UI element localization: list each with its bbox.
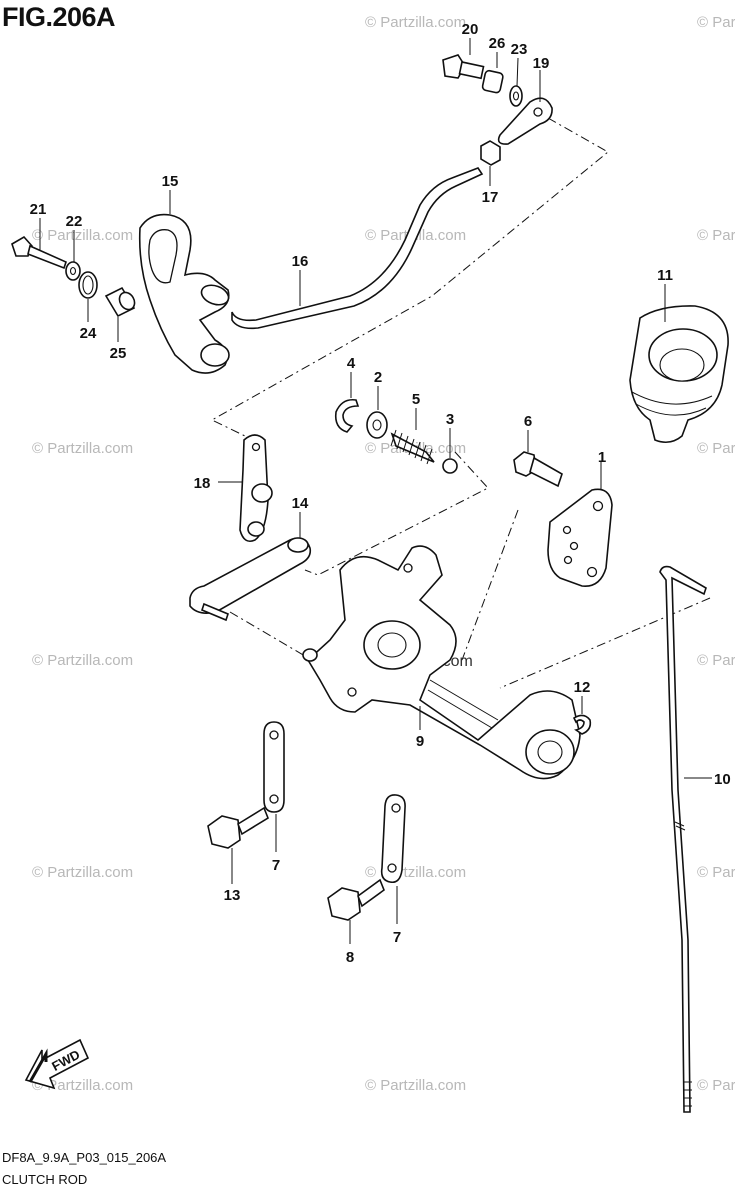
part-24-o-ring xyxy=(78,271,98,322)
part-22-washer xyxy=(65,230,81,281)
figure-title: FIG.206A xyxy=(2,2,116,32)
figure-code: DF8A_9.9A_P03_015_206A xyxy=(2,1150,167,1165)
callout-number: 21 xyxy=(30,201,47,218)
callout-number: 9 xyxy=(416,733,424,750)
watermark: © Partzilla.com xyxy=(697,652,735,669)
part-1-plate xyxy=(547,462,613,587)
callout-number: 12 xyxy=(574,679,591,696)
part-19-rod-end xyxy=(497,70,553,145)
part-13-bolt xyxy=(207,806,269,884)
callout-number: 3 xyxy=(446,411,454,428)
callout-number: 19 xyxy=(533,55,550,72)
part-2-washer xyxy=(366,386,388,439)
callout-number: 6 xyxy=(524,413,532,430)
part-9-clutch-shaft xyxy=(302,545,581,780)
watermarks: © Partzilla.com © Partzilla.com © Partzi… xyxy=(32,14,735,1094)
part-7-link-plate xyxy=(380,794,406,924)
callout-number: 18 xyxy=(194,475,211,492)
part-14-lever xyxy=(189,512,312,622)
part-26-collar xyxy=(481,52,504,94)
part-16-link-rod xyxy=(231,167,484,330)
callout-number: 10 xyxy=(714,771,731,788)
callout-number: 7 xyxy=(272,857,280,874)
part-11-boot xyxy=(629,284,729,444)
part-15-clutch-lever xyxy=(138,190,230,374)
watermark: © Partzilla.com xyxy=(32,1077,133,1094)
watermark: © Partzilla.com xyxy=(365,864,466,881)
figure-name: CLUTCH ROD xyxy=(2,1172,88,1187)
watermark: © Partzilla.com xyxy=(32,227,133,244)
callout-number: 1 xyxy=(598,449,606,466)
watermark: © Partzilla.com xyxy=(697,864,735,881)
part-6-bolt xyxy=(513,430,563,488)
callouts: 1 2 3 4 5 6 7 7 8 9 10 11 12 13 14 15 16… xyxy=(30,21,731,966)
assembly-lines xyxy=(210,117,711,689)
callout-number: 8 xyxy=(346,949,354,966)
callout-number: 26 xyxy=(489,35,506,52)
watermark: © Partzilla.com xyxy=(32,864,133,881)
callout-number: 14 xyxy=(292,495,309,512)
callout-number: 2 xyxy=(374,369,382,386)
part-12-clip xyxy=(572,696,592,735)
part-23-washer xyxy=(509,57,523,107)
callout-number: 24 xyxy=(80,325,97,342)
watermark: © Partzilla.com xyxy=(365,1077,466,1094)
part-17-nut xyxy=(480,140,501,186)
watermark: © Partzilla.com xyxy=(365,14,466,31)
callout-number: 4 xyxy=(347,355,356,372)
part-18-link xyxy=(218,434,273,543)
part-3-ball xyxy=(442,428,458,474)
part-25-bushing xyxy=(104,286,136,342)
callout-number: 13 xyxy=(224,887,241,904)
part-5-spring xyxy=(390,408,435,465)
callout-number: 11 xyxy=(657,267,673,284)
callout-number: 25 xyxy=(110,345,127,362)
watermark: © Partzilla.com xyxy=(697,14,735,31)
callout-number: 17 xyxy=(482,189,499,206)
part-21-bolt xyxy=(11,218,67,270)
callout-number: 7 xyxy=(393,929,401,946)
part-8-bolt xyxy=(327,878,385,944)
watermark: © Partzilla.com xyxy=(697,1077,735,1094)
part-7-link-plate xyxy=(263,721,285,852)
callout-number: 15 xyxy=(162,173,179,190)
watermark: © Partzilla.com xyxy=(697,227,735,244)
part-20-bolt xyxy=(442,38,485,80)
part-10-rod xyxy=(659,565,712,1113)
part-4-circlip xyxy=(334,372,360,433)
callout-number: 22 xyxy=(66,213,83,230)
callout-number: 5 xyxy=(412,391,420,408)
callout-number: 16 xyxy=(292,253,309,270)
watermark: © Partzilla.com xyxy=(697,440,735,457)
watermark: © Partzilla.com xyxy=(32,652,133,669)
fwd-arrow: FWD xyxy=(24,1038,90,1090)
callout-number: 20 xyxy=(462,21,479,38)
watermark: © Partzilla.com xyxy=(32,440,133,457)
callout-number: 23 xyxy=(511,41,528,58)
